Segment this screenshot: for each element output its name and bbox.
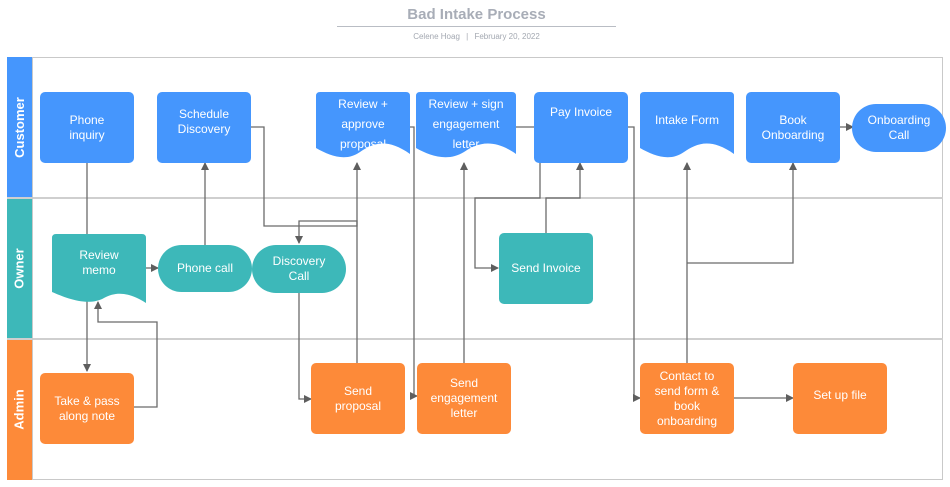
lane-divider [7,197,943,199]
node-label: Set up file [813,388,867,402]
node-label: Intake Form [654,112,720,127]
node-intake-form[interactable]: Intake Form [640,92,734,164]
lane-owner: Owner [7,198,943,339]
node-label: Pay Invoice [549,105,613,119]
lane-title-customer: Customer [12,97,27,158]
lane-label-admin[interactable]: Admin [7,339,32,480]
lane-label-owner[interactable]: Owner [7,198,32,339]
lane-title-admin: Admin [12,389,28,430]
lane-admin: Admin [7,339,943,480]
diagram-title: Bad Intake Process [407,6,546,23]
lane-title-owner: Owner [12,248,27,289]
lane-divider [7,338,943,340]
date: February 20, 2022 [474,32,540,41]
node-pay-invoice[interactable]: Pay Invoice [534,92,628,163]
diagram-subtitle: Celene Hoag | February 20, 2022 [337,32,616,41]
node-send-invoice[interactable]: Send Invoice [499,233,593,304]
subtitle-separator: | [466,32,469,41]
document-shape [416,92,516,158]
node-set-up-file[interactable]: Set up file [793,363,887,434]
node-label: Phone call [176,261,234,275]
title-divider [337,26,616,27]
node-label: Send Invoice [511,261,581,275]
lane-header-edge [32,57,33,480]
node-phone-call[interactable]: Phone call [158,245,252,292]
document-shape [640,92,734,158]
document-shape [52,234,146,303]
lane-label-customer[interactable]: Customer [7,57,32,198]
author: Celene Hoag [413,32,460,41]
document-shape [316,92,410,158]
lane-customer: Customer [7,57,943,198]
